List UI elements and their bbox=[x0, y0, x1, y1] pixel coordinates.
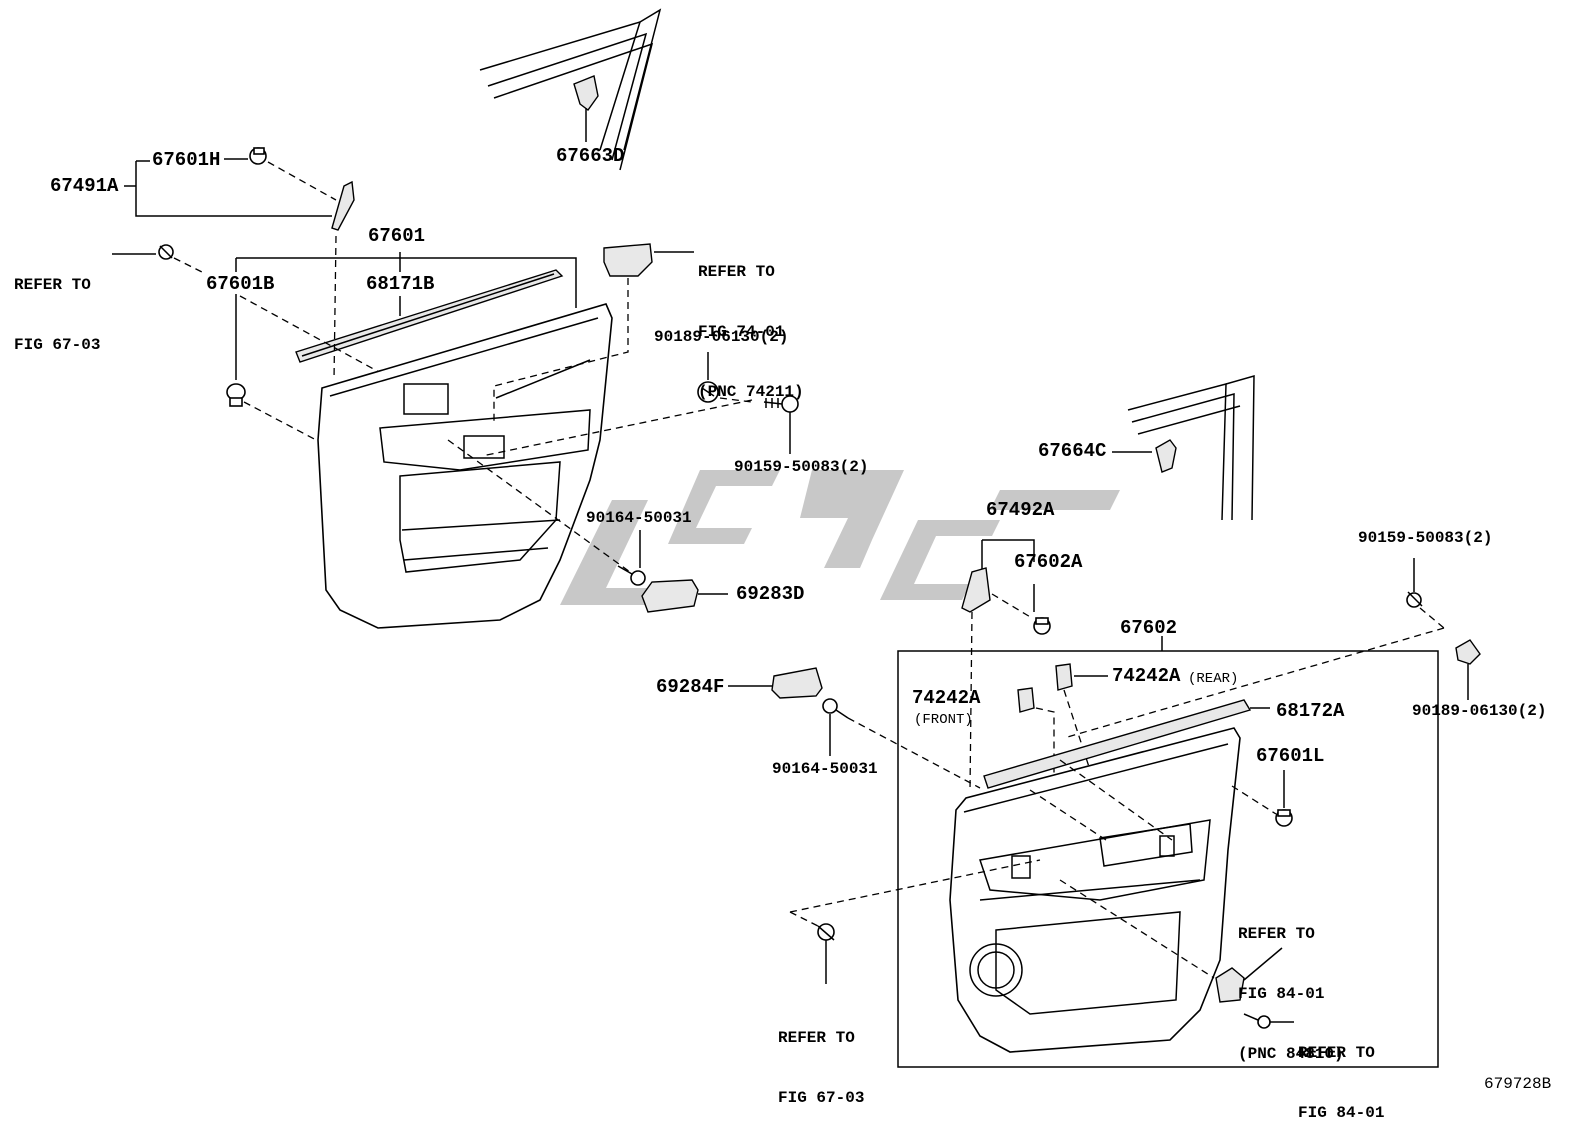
watermark-logo bbox=[452, 470, 1120, 605]
label-refer-fig-84-01: REFER TO FIG 84-01 bbox=[1298, 1044, 1385, 1122]
label-67491A: 67491A bbox=[50, 175, 119, 197]
left-door-trim-panel-67601 bbox=[317, 303, 613, 629]
refer-clip-67-03-icon bbox=[158, 244, 174, 260]
label-67602: 67602 bbox=[1120, 617, 1178, 639]
label-67663D: 67663D bbox=[556, 145, 625, 167]
label-90189-06130-right: 90189-06130(2) bbox=[1412, 702, 1547, 720]
label-90189-06130-left: 90189-06130(2) bbox=[654, 328, 789, 346]
parts-diagram bbox=[112, 8, 1481, 1068]
upper-window-frame bbox=[479, 8, 662, 171]
label-74242A-rear: 74242A bbox=[1112, 665, 1181, 687]
corner-cover-67491A-icon bbox=[331, 180, 355, 231]
screw-90159-50083-left-icon bbox=[763, 395, 799, 413]
label-67601L: 67601L bbox=[1256, 745, 1325, 767]
clip-67-03-bottom-icon bbox=[817, 923, 835, 941]
right-door-trim-panel-67602 bbox=[949, 727, 1241, 1053]
label-rear-note: (REAR) bbox=[1188, 671, 1239, 687]
screw-90164-50031-top-icon bbox=[617, 565, 646, 586]
label-90164-50031-bottom: 90164-50031 bbox=[772, 760, 878, 778]
label-90159-50083-right: 90159-50083(2) bbox=[1358, 529, 1493, 547]
retainer-90189-06130-left-icon bbox=[697, 381, 719, 403]
speaker-84810-icon bbox=[1215, 967, 1245, 1003]
part-67663D-icon bbox=[573, 75, 599, 111]
cover-69284F-icon bbox=[771, 667, 823, 699]
cover-69283D-icon bbox=[641, 579, 699, 613]
label-refer-fig-67-03-top: REFER TO FIG 67-03 bbox=[14, 276, 101, 354]
figure-code: 679728B bbox=[1484, 1075, 1552, 1093]
clip-67601L-icon bbox=[1275, 809, 1293, 827]
pad-74242A-front-icon bbox=[1017, 687, 1035, 713]
label-74242A-front: 74242A bbox=[912, 687, 981, 709]
cover-67664C-icon bbox=[1155, 439, 1177, 473]
assembly-67602-frame bbox=[897, 650, 1439, 1068]
armrest-cover-74211-icon bbox=[603, 243, 653, 277]
label-67601: 67601 bbox=[368, 225, 426, 247]
label-90164-50031-top: 90164-50031 bbox=[586, 509, 692, 527]
label-69283D: 69283D bbox=[736, 583, 805, 605]
clip-67601H-icon bbox=[249, 147, 267, 165]
label-69284F: 69284F bbox=[656, 676, 725, 698]
retainer-90189-06130-right-icon bbox=[1455, 639, 1481, 665]
label-front-note: (FRONT) bbox=[914, 712, 973, 728]
clip-67601B-icon bbox=[226, 383, 246, 407]
label-67601B: 67601B bbox=[206, 273, 275, 295]
label-90159-50083-left: 90159-50083(2) bbox=[734, 458, 869, 476]
label-refer-fig-67-03-bottom: REFER TO FIG 67-03 bbox=[778, 1029, 865, 1107]
screw-90164-50031-bottom-icon bbox=[822, 698, 849, 719]
label-67602A: 67602A bbox=[1014, 551, 1083, 573]
label-refer-fig-84-01-pnc: REFER TO FIG 84-01 (PNC 84810) bbox=[1238, 925, 1344, 1063]
label-67601H: 67601H bbox=[152, 149, 221, 171]
label-68171B: 68171B bbox=[366, 273, 435, 295]
cover-67492A-icon bbox=[961, 567, 991, 613]
label-refer-fig-74-01: REFER TO FIG 74-01 (PNC 74211) bbox=[698, 263, 804, 401]
clip-67602A-icon bbox=[1033, 617, 1051, 635]
label-68172A: 68172A bbox=[1276, 700, 1345, 722]
lower-window-frame bbox=[1127, 375, 1255, 521]
label-67492A: 67492A bbox=[986, 499, 1055, 521]
weatherstrip-68172A-icon bbox=[983, 699, 1252, 789]
label-67664C: 67664C bbox=[1038, 440, 1107, 462]
screw-90159-50083-right-icon bbox=[1406, 591, 1423, 608]
pad-74242A-rear-icon bbox=[1055, 663, 1073, 691]
